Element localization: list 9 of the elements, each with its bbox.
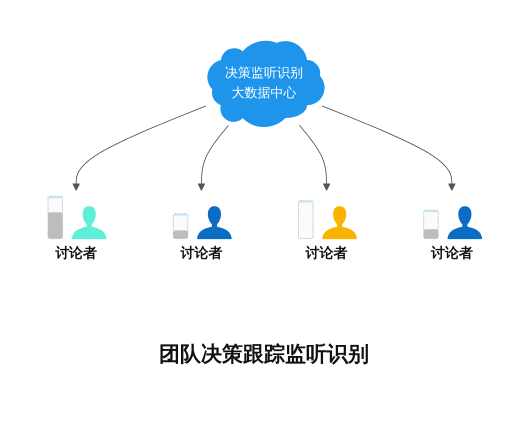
arrow	[72, 106, 206, 191]
caption: 团队决策跟踪监听识别	[159, 342, 369, 366]
arrow	[198, 124, 229, 191]
arrow	[322, 106, 456, 191]
node-label: 讨论者	[306, 243, 348, 263]
node-label: 讨论者	[55, 243, 98, 263]
arrow	[299, 124, 330, 191]
node-label: 讨论者	[180, 243, 222, 263]
node-label: 讨论者	[430, 243, 473, 263]
